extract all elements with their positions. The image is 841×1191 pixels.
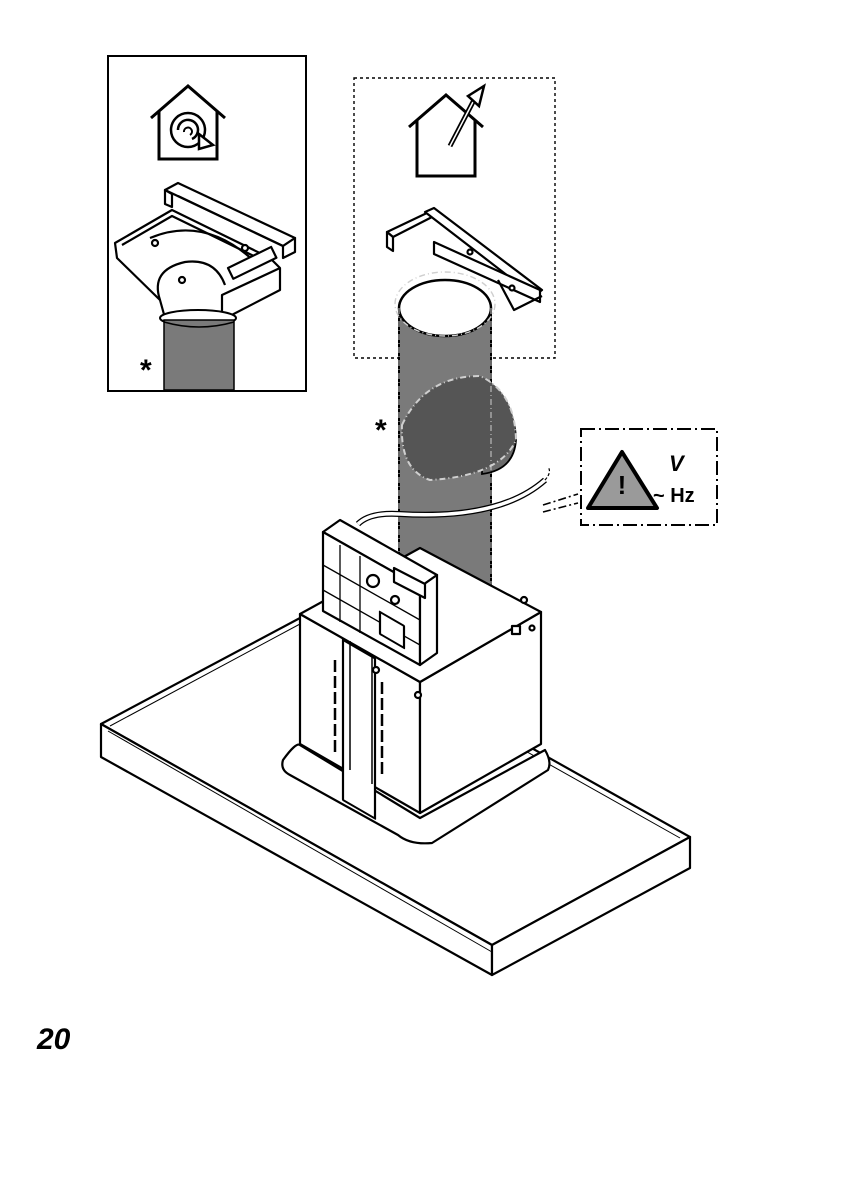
voltage-label: V [669, 452, 684, 476]
extraction-note-asterisk: * [375, 416, 387, 446]
warning-panel [543, 429, 717, 525]
frequency-label: ~ Hz [653, 484, 695, 508]
house-extraction-icon [409, 86, 484, 176]
recirculation-duct [160, 310, 236, 390]
page-number: 20 [37, 1023, 70, 1057]
recirculation-panel [108, 56, 306, 391]
warning-exclamation: ! [614, 471, 630, 499]
recirculation-note-asterisk: * [140, 356, 152, 386]
